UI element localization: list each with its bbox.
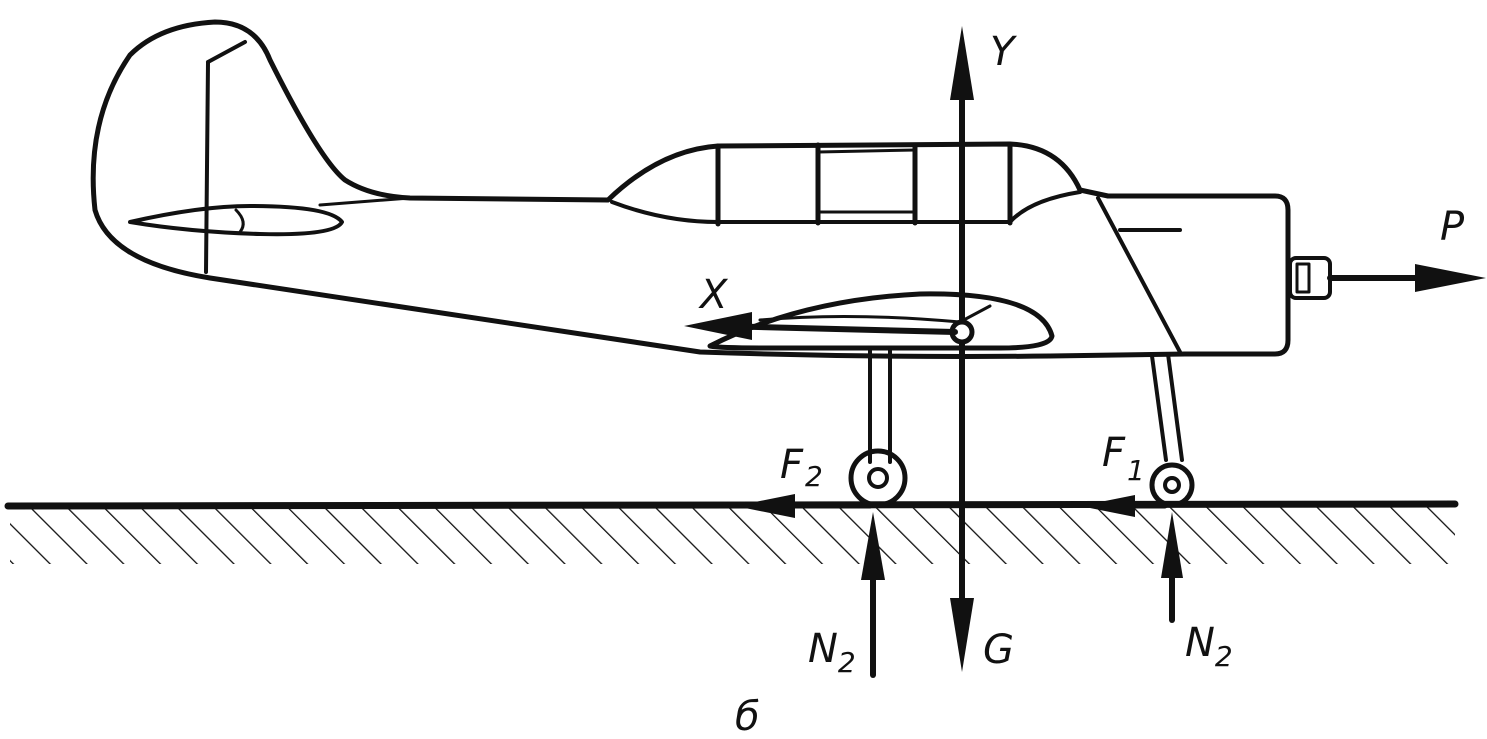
friction-rear-arrowhead — [735, 494, 795, 518]
drag-vector — [717, 323, 958, 335]
normal-rear-label: N2 — [808, 626, 856, 679]
rear-wheel-hub — [867, 467, 889, 489]
friction-front-label: F1 — [1102, 430, 1145, 487]
fuselage-outline — [90, 19, 1291, 359]
friction-front-arrowhead — [1080, 495, 1135, 517]
front-wheel — [1149, 462, 1195, 508]
rear-gear-strut — [868, 348, 892, 464]
normal-rear-letter: N — [808, 626, 838, 672]
weight-label: G — [983, 627, 1014, 673]
normal-front-label: N2 — [1185, 620, 1233, 673]
friction-rear-subscript: 2 — [805, 460, 823, 493]
normal-front-letter: N — [1185, 620, 1215, 666]
elevator-line — [234, 208, 245, 234]
friction-front-letter: F — [1102, 430, 1126, 476]
wing-flap-line — [758, 304, 992, 324]
thrust-arrowhead — [1415, 264, 1486, 292]
ground-hatching — [10, 506, 1455, 564]
canopy-rail — [816, 148, 917, 154]
normal-front-subscript: 2 — [1215, 640, 1233, 673]
wing-airfoil — [707, 291, 1055, 351]
airplane — [90, 19, 1332, 508]
friction-front-subscript: 1 — [1127, 454, 1145, 487]
drag-arrowhead — [684, 312, 752, 340]
normal-rear-subscript: 2 — [838, 646, 856, 679]
horizontal-stabilizer — [128, 204, 344, 237]
labels: Y P X G F2 F1 N2 N2 б — [698, 29, 1465, 739]
front-gear-strut — [1150, 352, 1184, 462]
cowling-line — [1096, 196, 1182, 354]
ground-line — [4, 500, 1459, 510]
rear-wheel — [848, 448, 908, 508]
drag-label: X — [698, 272, 729, 318]
figure-caption: б — [735, 694, 760, 739]
normal-rear-arrowhead — [861, 512, 885, 580]
lift-label: Y — [990, 29, 1018, 75]
friction-rear-letter: F — [780, 442, 804, 488]
weight-arrowhead — [950, 598, 974, 672]
normal-front-arrowhead — [1161, 512, 1183, 578]
stabilizer-root — [318, 196, 412, 207]
lift-arrowhead — [950, 26, 974, 100]
front-wheel-hub — [1163, 476, 1181, 494]
ground — [4, 500, 1459, 564]
propeller-hub-inner — [1295, 262, 1311, 294]
forces — [684, 26, 1486, 678]
thrust-label: P — [1440, 204, 1465, 250]
rudder-hinge — [204, 40, 247, 274]
friction-rear-label: F2 — [780, 442, 823, 493]
